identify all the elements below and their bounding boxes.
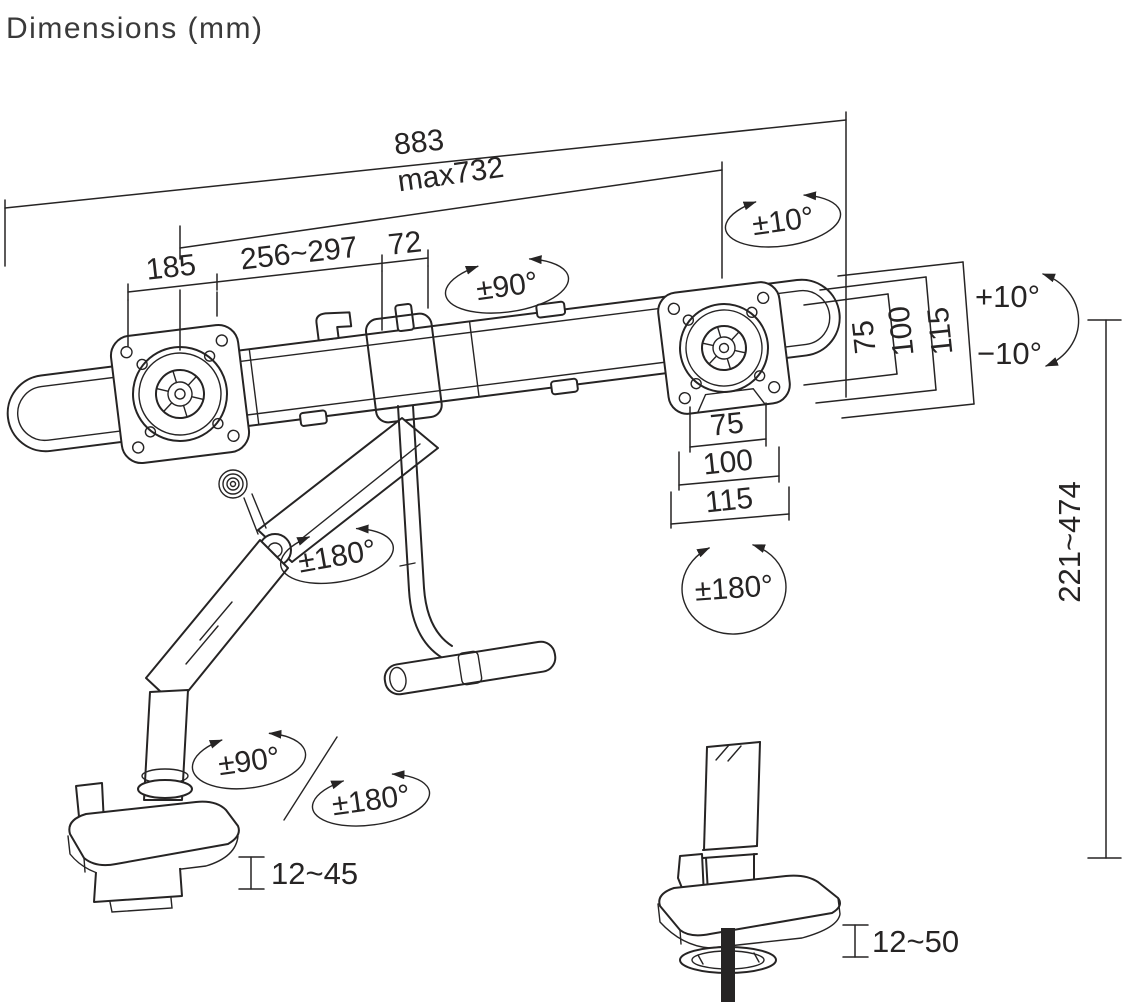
tilt-down-label: −10° bbox=[977, 336, 1042, 371]
dim-grommet-range: 12~50 bbox=[842, 924, 959, 959]
base-swivel-arrow: ±90° bbox=[191, 729, 307, 790]
left-vesa-plate bbox=[109, 323, 251, 465]
bar-tilt-label: ±10° bbox=[750, 201, 816, 242]
dim-vesa-front-100-label: 100 bbox=[701, 444, 754, 482]
dim-row-185-256-72: 185 256~297 72 bbox=[127, 225, 429, 347]
desk-pad bbox=[68, 800, 240, 867]
gas-spring-arm bbox=[145, 417, 439, 707]
grommet-threaded-rod bbox=[721, 928, 735, 1002]
dim-clamp-range: 12~45 bbox=[238, 856, 358, 891]
clamp-base bbox=[67, 689, 240, 913]
tilt-arc-arrow bbox=[1042, 273, 1080, 367]
dim-height-range: 221~474 bbox=[1052, 319, 1122, 859]
dim-left-offset-label: 185 bbox=[144, 248, 197, 286]
page-title: Dimensions (mm) bbox=[6, 12, 264, 45]
quick-release-rosette bbox=[679, 303, 769, 393]
center-pole bbox=[383, 405, 557, 696]
dim-overall-width: 883 bbox=[4, 111, 847, 398]
dim-overall-width-label: 883 bbox=[392, 124, 445, 162]
grommet-base-detail bbox=[657, 741, 841, 1002]
clamp-jaw bbox=[93, 867, 183, 903]
dim-monitor-tilt: +10° −10° bbox=[975, 273, 1080, 371]
tilt-up-label: +10° bbox=[975, 279, 1040, 314]
head-knob bbox=[394, 302, 415, 333]
right-vesa-plate bbox=[657, 281, 791, 415]
dim-vesa-side-100-label: 100 bbox=[883, 304, 921, 357]
bar-swivel-label: ±90° bbox=[474, 266, 540, 307]
arm-head-clamp bbox=[365, 312, 443, 424]
base-rotation-arrow: ±180° bbox=[311, 770, 431, 827]
dim-head-width-label: 72 bbox=[387, 225, 424, 261]
base-rotation-label: ±180° bbox=[330, 779, 412, 823]
dim-vesa-front: 75 100 115 bbox=[670, 402, 790, 529]
dim-vesa-side-115-label: 115 bbox=[922, 305, 960, 356]
dim-clamp-range-label: 12~45 bbox=[271, 856, 358, 891]
pole-handle bbox=[383, 640, 557, 696]
dim-vesa-front-75-label: 75 bbox=[709, 406, 746, 442]
bar-clip-bottom-2 bbox=[299, 409, 328, 427]
dim-grommet-range-label: 12~50 bbox=[872, 924, 959, 959]
dim-vesa-front-115-label: 115 bbox=[703, 482, 754, 520]
head-latch-hook bbox=[315, 311, 353, 342]
dim-vesa-side: 75 100 115 bbox=[803, 261, 975, 419]
divider-slash bbox=[283, 736, 338, 821]
head-rotation-label: ±180° bbox=[694, 569, 775, 607]
base-swivel-label: ±90° bbox=[216, 741, 282, 782]
base-riser bbox=[143, 689, 189, 801]
dim-height-range-label: 221~474 bbox=[1052, 481, 1087, 603]
head-rotation-arrow: ±180° bbox=[681, 544, 787, 635]
dim-vesa-side-75-label: 75 bbox=[846, 319, 882, 356]
bar-tilt-arrow: ±10° bbox=[724, 191, 842, 248]
bar-clip-bottom-1 bbox=[550, 377, 579, 396]
quick-release-rosette bbox=[132, 346, 228, 442]
vesa-tilt-joint bbox=[218, 469, 267, 535]
bar-clip-top bbox=[535, 300, 567, 319]
